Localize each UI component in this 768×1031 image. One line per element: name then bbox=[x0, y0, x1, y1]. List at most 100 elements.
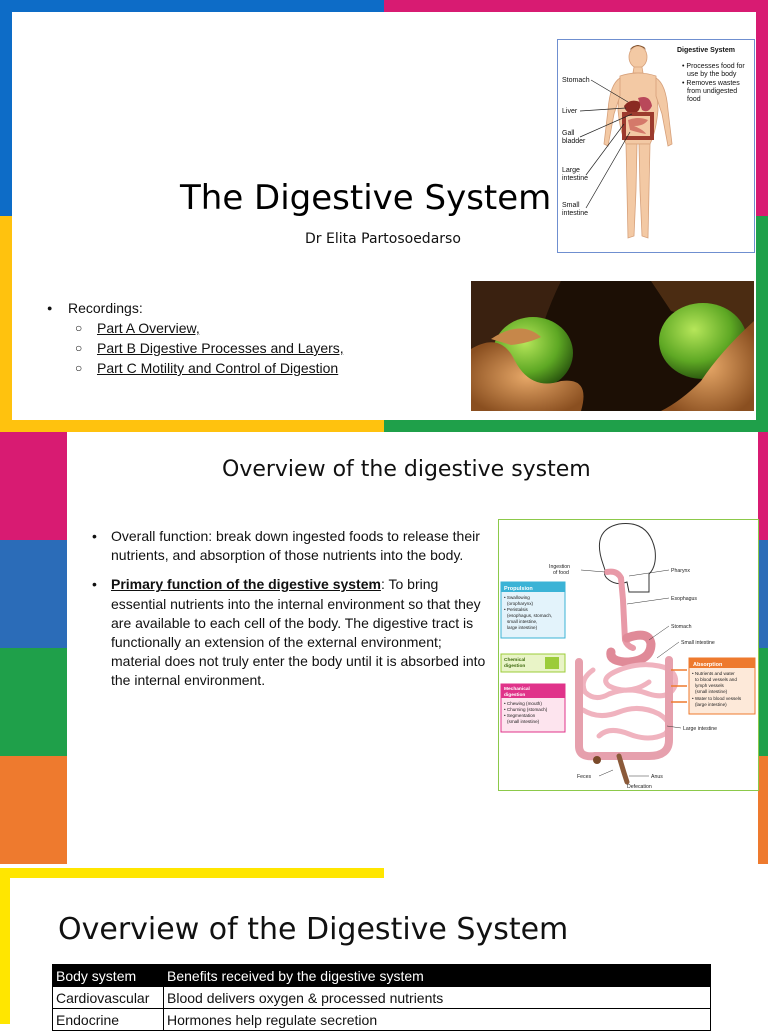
digestive-process-figure: Ingestion of food Pharynx Esophagus Stom… bbox=[498, 519, 759, 791]
mechanical-line-2: digestion bbox=[504, 692, 525, 698]
absorption-box: Absorption • Nutrients and water to bloo… bbox=[671, 657, 756, 715]
label-feces: Feces bbox=[577, 774, 592, 780]
slide2-frame-blue bbox=[0, 540, 67, 648]
label-small-intestine: intestine bbox=[562, 210, 588, 217]
table-header: Body system bbox=[52, 964, 164, 987]
slide1-frame-green-right bbox=[756, 216, 768, 432]
propulsion-line: (esophagus, stomach, bbox=[507, 613, 552, 618]
propulsion-line: • Swallowing bbox=[504, 595, 530, 600]
label-small-intestine-2: Small intestine bbox=[681, 640, 715, 646]
primary-function-text: : To bring essential nutrients into the … bbox=[111, 576, 486, 689]
slide2-frame-orange-right bbox=[758, 756, 768, 864]
chemical-line-2: digestion bbox=[504, 663, 525, 669]
body-illustration: Stomach Liver Gall bladder Large intesti… bbox=[562, 45, 745, 239]
table-cell: Hormones help regulate secretion bbox=[163, 1008, 711, 1031]
table-row: Cardiovascular Blood delivers oxygen & p… bbox=[52, 986, 711, 1009]
table-row: Endocrine Hormones help regulate secreti… bbox=[52, 1008, 711, 1031]
mechanical-line: • Chewing (mouth) bbox=[504, 701, 542, 706]
mechanical-line-1: Mechanical bbox=[504, 686, 530, 692]
mechanical-line: (small intestine) bbox=[507, 719, 540, 724]
propulsion-line: • Peristalsis bbox=[504, 607, 529, 612]
digestive-body-figure: Stomach Liver Gall bladder Large intesti… bbox=[557, 39, 755, 253]
table-cell: Blood delivers oxygen & processed nutrie… bbox=[163, 986, 711, 1009]
overall-function-bullet: Overall function: break down ingested fo… bbox=[92, 527, 492, 565]
absorption-line: to blood vessels and bbox=[695, 677, 737, 682]
propulsion-line: (oropharynx) bbox=[507, 601, 534, 606]
slide3-frame-yellow-top bbox=[0, 868, 384, 878]
slide1-title: The Digestive System 1 bbox=[180, 178, 584, 218]
mechanical-digestion-box: Mechanical digestion • Chewing (mouth) •… bbox=[500, 683, 566, 733]
primary-function-heading: Primary function of the digestive system bbox=[111, 576, 381, 593]
absorption-line: lymph vessels bbox=[695, 683, 725, 688]
slide1-frame-blue-top bbox=[0, 0, 384, 12]
label-esophagus: Esophagus bbox=[671, 596, 697, 602]
mechanical-line: • Segmentation bbox=[504, 713, 536, 718]
slide1-frame-magenta-right bbox=[756, 0, 768, 216]
figure-note-5: food bbox=[687, 96, 701, 103]
figure-note-2: use by the body bbox=[687, 71, 737, 78]
slide2-body: Overall function: break down ingested fo… bbox=[92, 527, 492, 701]
absorption-line: • Water to blood vessels bbox=[692, 696, 742, 701]
label-gall: Gall bbox=[562, 130, 575, 137]
chemical-line-1: Chemical bbox=[504, 657, 525, 663]
body-systems-table: Body system Benefits received by the dig… bbox=[52, 964, 711, 1031]
slide-2 bbox=[0, 432, 768, 864]
figure-title: Digestive System bbox=[677, 47, 735, 54]
label-large: Large bbox=[562, 167, 580, 174]
label-defecation: Defecation bbox=[627, 784, 652, 790]
slide1-frame-yellow-left bbox=[0, 216, 12, 432]
absorption-line: (small intestine) bbox=[695, 689, 728, 694]
propulsion-title: Propulsion bbox=[504, 586, 533, 592]
slide1-frame-yellow-bottom bbox=[0, 420, 384, 432]
slide1-frame-magenta-top bbox=[384, 0, 768, 12]
slide2-frame-green-right bbox=[758, 648, 768, 756]
recording-link-part-b[interactable]: Part B Digestive Processes and Layers, bbox=[97, 340, 344, 356]
table-header-row: Body system Benefits received by the dig… bbox=[52, 964, 711, 987]
chemical-digestion-box: Chemical digestion bbox=[500, 653, 566, 673]
label-large-intestine: intestine bbox=[562, 175, 588, 182]
label-ingestion: Ingestion bbox=[549, 564, 570, 570]
recordings-label: Recordings: bbox=[47, 298, 344, 318]
propulsion-box: Propulsion • Swallowing (oropharynx) • P… bbox=[500, 581, 566, 639]
primary-function-bullet: Primary function of the digestive system… bbox=[92, 575, 492, 690]
slide2-frame-orange bbox=[0, 756, 67, 864]
slide1-frame-green-bottom bbox=[384, 420, 768, 432]
mechanical-line: • Churning (stomach) bbox=[504, 707, 548, 712]
label-large-intestine-2: Large intestine bbox=[683, 726, 717, 732]
figure-note-4: from undigested bbox=[687, 88, 737, 95]
table-header: Benefits received by the digestive syste… bbox=[163, 964, 711, 987]
label-of-food: of food bbox=[553, 570, 569, 576]
slide2-frame-blue-right bbox=[758, 540, 768, 648]
label-anus: Anus bbox=[651, 774, 663, 780]
slide3-title: Overview of the Digestive System bbox=[58, 912, 569, 947]
table-cell: Cardiovascular bbox=[52, 986, 164, 1009]
slide-1: The Digestive System 1 Dr Elita Partosoe… bbox=[0, 0, 768, 432]
slide2-frame-magenta-right bbox=[758, 432, 768, 540]
label-bladder: bladder bbox=[562, 138, 586, 145]
label-liver: Liver bbox=[562, 108, 578, 115]
recording-link-part-a[interactable]: Part A Overview, bbox=[97, 320, 200, 336]
slide1-frame-blue-left bbox=[0, 0, 12, 216]
apples-photo bbox=[471, 281, 754, 411]
digestive-tract-illustration: Ingestion of food Pharynx Esophagus Stom… bbox=[500, 523, 756, 790]
label-stomach: Stomach bbox=[562, 77, 590, 84]
absorption-title: Absorption bbox=[693, 662, 723, 668]
slide2-frame-magenta bbox=[0, 432, 67, 540]
recording-link-part-c[interactable]: Part C Motility and Control of Digestion bbox=[97, 360, 339, 376]
slide2-title: Overview of the digestive system bbox=[222, 457, 591, 482]
label-stomach-2: Stomach bbox=[671, 624, 692, 630]
slide2-frame-green bbox=[0, 648, 67, 756]
label-pharynx: Pharynx bbox=[671, 568, 690, 574]
absorption-line: (large intestine) bbox=[695, 702, 727, 707]
label-small: Small bbox=[562, 202, 580, 209]
figure-note-1: • Processes food for bbox=[682, 63, 745, 70]
figure-note-3: • Removes wastes bbox=[682, 80, 740, 87]
table-cell: Endocrine bbox=[52, 1008, 164, 1031]
recordings-list: Recordings: Part A Overview, Part B Dige… bbox=[47, 298, 344, 378]
propulsion-line: large intestine) bbox=[507, 625, 538, 630]
absorption-line: • Nutrients and water bbox=[692, 671, 735, 676]
slide-3 bbox=[0, 864, 768, 1024]
slide3-frame-yellow-left bbox=[0, 868, 10, 1024]
slide1-author: Dr Elita Partosoedarso bbox=[305, 231, 461, 247]
propulsion-line: small intestine, bbox=[507, 619, 537, 624]
